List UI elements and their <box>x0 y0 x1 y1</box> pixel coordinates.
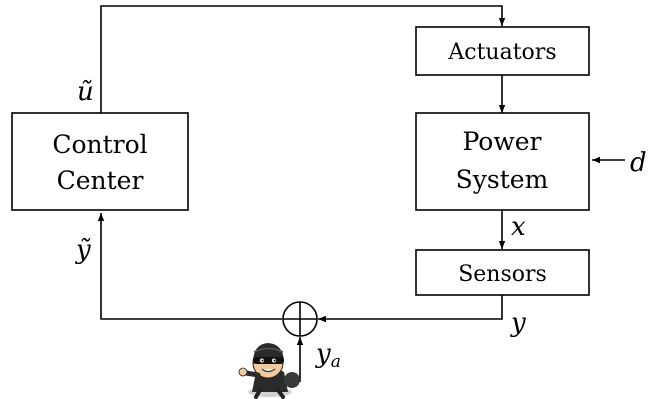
signal-y-tilde: ỹ <box>75 235 91 265</box>
wire-sensors-to-junction <box>318 295 503 323</box>
control-center-block <box>11 112 189 211</box>
actuators-label: Actuators <box>447 40 556 65</box>
signal-x: x <box>511 212 526 242</box>
sensors-label: Sensors <box>458 262 547 287</box>
control-center-label-line2: Center <box>57 166 144 195</box>
signal-y-a: ya <box>315 339 341 372</box>
signal-d: d <box>630 148 647 178</box>
actuators-block <box>415 26 590 76</box>
signal-y-a-base: y <box>315 339 331 369</box>
signal-y-a-subscript: a <box>331 352 341 372</box>
control-center-label-line1: Control <box>52 130 147 159</box>
summing-junction-icon <box>282 301 318 337</box>
power-system-label-line2: System <box>456 165 549 194</box>
sensors-block <box>415 249 590 296</box>
power-system-label-line1: Power <box>462 127 541 156</box>
signal-y: y <box>510 308 526 338</box>
wire-junction-to-control <box>97 213 282 320</box>
attacker-icon <box>238 343 300 399</box>
power-system-block <box>415 112 590 211</box>
signal-u-tilde: ũ <box>77 77 94 107</box>
wire-control-to-actuators <box>100 5 506 113</box>
